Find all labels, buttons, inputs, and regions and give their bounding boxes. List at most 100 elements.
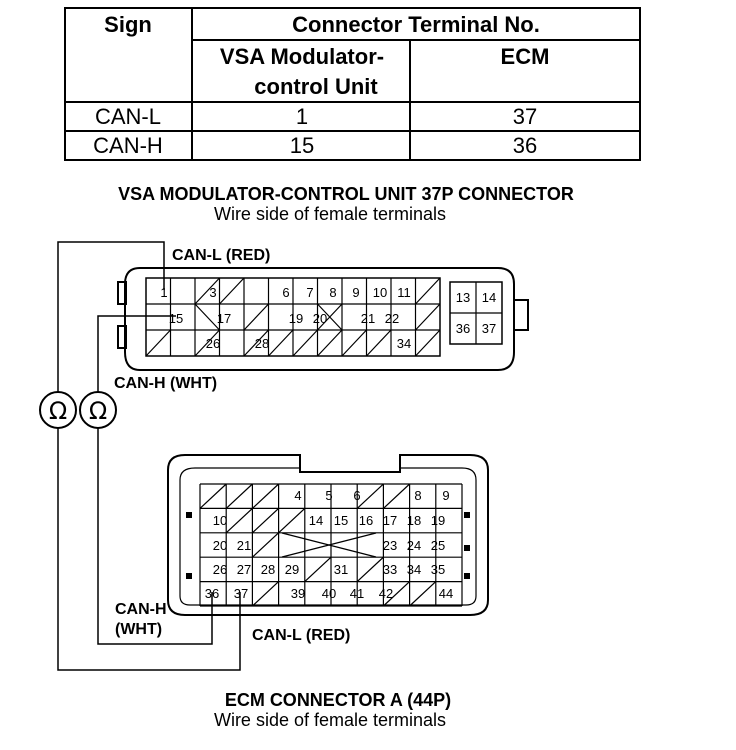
header-sign: Sign bbox=[104, 12, 152, 37]
pin-label: 28 bbox=[261, 562, 275, 577]
row-ecm: 37 bbox=[513, 104, 537, 129]
header-vsa-line2: control Unit bbox=[254, 74, 378, 99]
hatch-line bbox=[292, 329, 318, 357]
pin-label: 8 bbox=[329, 285, 336, 300]
terminal-grid bbox=[199, 483, 463, 607]
hatch-line bbox=[225, 507, 253, 534]
pin-label: 42 bbox=[379, 586, 393, 601]
pin-label: 26 bbox=[213, 562, 227, 577]
locating-mark bbox=[464, 545, 470, 551]
pin-label: 34 bbox=[397, 336, 411, 351]
hatch-line bbox=[225, 483, 253, 509]
hatch-line bbox=[317, 329, 343, 357]
pin-label: 25 bbox=[431, 538, 445, 553]
hatch-line bbox=[194, 329, 220, 357]
test-wires bbox=[57, 241, 241, 671]
hatch-line bbox=[145, 329, 171, 357]
row-sign: CAN-H bbox=[93, 133, 163, 158]
pin-label: 3 bbox=[209, 285, 216, 300]
ecm-locating-marks bbox=[186, 512, 470, 579]
pin-label: 19 bbox=[431, 513, 445, 528]
can-h-wire-ecm bbox=[97, 428, 213, 645]
pin-label: 31 bbox=[334, 562, 348, 577]
pin-label: 8 bbox=[414, 488, 421, 503]
pin-label: 14 bbox=[309, 513, 323, 528]
hatch-line bbox=[194, 277, 220, 305]
pin-label: 17 bbox=[217, 311, 231, 326]
terminal-table bbox=[64, 7, 641, 161]
header-vsa-line1: VSA Modulator- bbox=[220, 44, 384, 69]
housing-tab bbox=[117, 281, 127, 305]
row-vsa: 15 bbox=[290, 133, 314, 158]
pin-label: 6 bbox=[282, 285, 289, 300]
housing-tab bbox=[513, 299, 529, 331]
housing-inner bbox=[179, 467, 477, 606]
ohmmeter-can-l bbox=[39, 391, 77, 429]
hatch-line bbox=[317, 303, 343, 331]
hatch-line bbox=[415, 277, 441, 305]
pin-label: 11 bbox=[397, 285, 411, 300]
hatch-line bbox=[251, 483, 280, 509]
table-text: Sign Connector Terminal No. VSA Modulato… bbox=[93, 12, 549, 158]
ecm-can-h-label-line2: (WHT) bbox=[115, 621, 162, 638]
ohm-icon: Ω bbox=[89, 397, 107, 425]
blank-cell-hatch bbox=[145, 277, 441, 357]
hatch-line bbox=[409, 581, 437, 607]
hatch-line bbox=[415, 329, 441, 357]
pin-label: 6 bbox=[353, 488, 360, 503]
ecm-connector-subtitle: Wire side of female terminals bbox=[214, 710, 446, 730]
pin-label: 24 bbox=[407, 538, 421, 553]
hatch-line bbox=[341, 329, 367, 357]
locating-mark bbox=[464, 512, 470, 518]
connector-housing bbox=[167, 454, 489, 616]
connector-housing bbox=[124, 267, 515, 371]
hatch-line bbox=[415, 303, 441, 331]
pin-label: 15 bbox=[169, 311, 183, 326]
blank-cell-hatch bbox=[281, 532, 377, 558]
pin-label: 13 bbox=[456, 290, 470, 305]
ohmmeters: Ω Ω bbox=[39, 391, 117, 429]
hatch-line bbox=[219, 277, 245, 305]
pin-label: 21 bbox=[237, 538, 251, 553]
pin-label: 17 bbox=[383, 513, 397, 528]
hatch-line bbox=[251, 581, 280, 607]
locating-mark bbox=[186, 512, 192, 518]
can-l-wire-ecm bbox=[57, 428, 241, 671]
header-ecm: ECM bbox=[501, 44, 550, 69]
pin-label: 26 bbox=[206, 336, 220, 351]
vsa-connector-subtitle: Wire side of female terminals bbox=[214, 204, 446, 224]
ohm-icon: Ω bbox=[49, 397, 67, 425]
ecm-pin-labels: 4 5 6 8 9 10 14 15 16 17 18 19 20 21 23 … bbox=[205, 488, 453, 601]
hatch-line bbox=[243, 303, 269, 331]
vsa-pin-labels: 1 3 6 7 8 9 10 11 13 14 15 17 19 20 21 2… bbox=[160, 285, 496, 351]
pin-label: 19 bbox=[289, 311, 303, 326]
pin-label: 21 bbox=[361, 311, 375, 326]
pin-label: 37 bbox=[234, 586, 248, 601]
vsa-can-l-label: CAN-L (RED) bbox=[172, 247, 270, 264]
pin-label: 35 bbox=[431, 562, 445, 577]
hatch-line bbox=[278, 507, 306, 534]
ecm-can-h-label-line1: CAN-H bbox=[115, 601, 167, 618]
row-sign: CAN-L bbox=[95, 104, 161, 129]
hatch-line bbox=[194, 303, 220, 331]
pin-label: 4 bbox=[294, 488, 301, 503]
pin-label: 27 bbox=[237, 562, 251, 577]
pin-label: 40 bbox=[322, 586, 336, 601]
housing-tab bbox=[117, 325, 127, 349]
hatch-line bbox=[251, 507, 280, 534]
pin-label: 23 bbox=[383, 538, 397, 553]
pin-label: 14 bbox=[482, 290, 496, 305]
pin-label: 36 bbox=[456, 321, 470, 336]
hatch-line bbox=[366, 329, 392, 357]
pin-label: 29 bbox=[285, 562, 299, 577]
ecm-can-l-label: CAN-L (RED) bbox=[252, 627, 350, 644]
cell-dividers bbox=[169, 278, 417, 356]
pin-label: 9 bbox=[352, 285, 359, 300]
pin-label: 5 bbox=[325, 488, 332, 503]
hatch-line bbox=[382, 581, 411, 607]
ohmmeter-can-h bbox=[79, 391, 117, 429]
pin-label: 10 bbox=[373, 285, 387, 300]
blank-cell-hatch bbox=[199, 483, 437, 607]
locating-mark bbox=[464, 573, 470, 579]
